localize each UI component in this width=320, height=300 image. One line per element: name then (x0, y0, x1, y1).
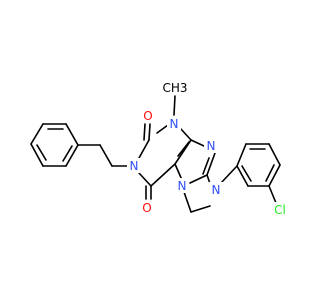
bond (190, 205, 211, 213)
bond (268, 164, 281, 187)
bond (30, 143, 44, 167)
bond (174, 163, 183, 181)
bond (156, 124, 169, 134)
bond (220, 165, 238, 184)
nitrogen-atom-aryl: N (212, 183, 221, 197)
bond (138, 139, 150, 159)
bond (202, 157, 210, 175)
bond (30, 123, 44, 145)
bond (148, 123, 151, 141)
molecule-structure: O O N N N N N Cl CH3 (30, 81, 290, 217)
bond (138, 172, 152, 187)
bond (268, 143, 281, 166)
bond (65, 144, 79, 167)
nitrogen-atom-imidazole: N (207, 139, 216, 153)
bond (236, 143, 247, 167)
bond (150, 163, 176, 187)
bond (241, 165, 252, 182)
nitrogen-atom-phenethyl: N (130, 159, 139, 173)
bond (183, 191, 192, 213)
bond-layer (30, 95, 281, 213)
oxygen-atom-upper: O (143, 109, 152, 123)
bond (99, 144, 113, 167)
bond (143, 123, 146, 141)
bond (177, 141, 190, 157)
chlorine-atom: Cl (274, 203, 286, 217)
bond (265, 164, 275, 182)
bond (62, 145, 73, 162)
bond (189, 174, 208, 184)
bond (190, 139, 205, 147)
bond (173, 95, 176, 116)
bond (36, 144, 47, 161)
bond (65, 123, 79, 146)
bond (206, 152, 216, 176)
bond (236, 165, 249, 187)
methyl-group: CH3 (162, 81, 187, 95)
nitrogen-atom-bridge: N (178, 179, 187, 193)
bond (179, 127, 192, 141)
atom-label-layer: O O N N N N N Cl CH3 (127, 81, 290, 217)
nitrogen-atom-methyl: N (170, 117, 179, 131)
oxygen-atom-lower: O (142, 201, 151, 215)
bond (268, 185, 277, 204)
